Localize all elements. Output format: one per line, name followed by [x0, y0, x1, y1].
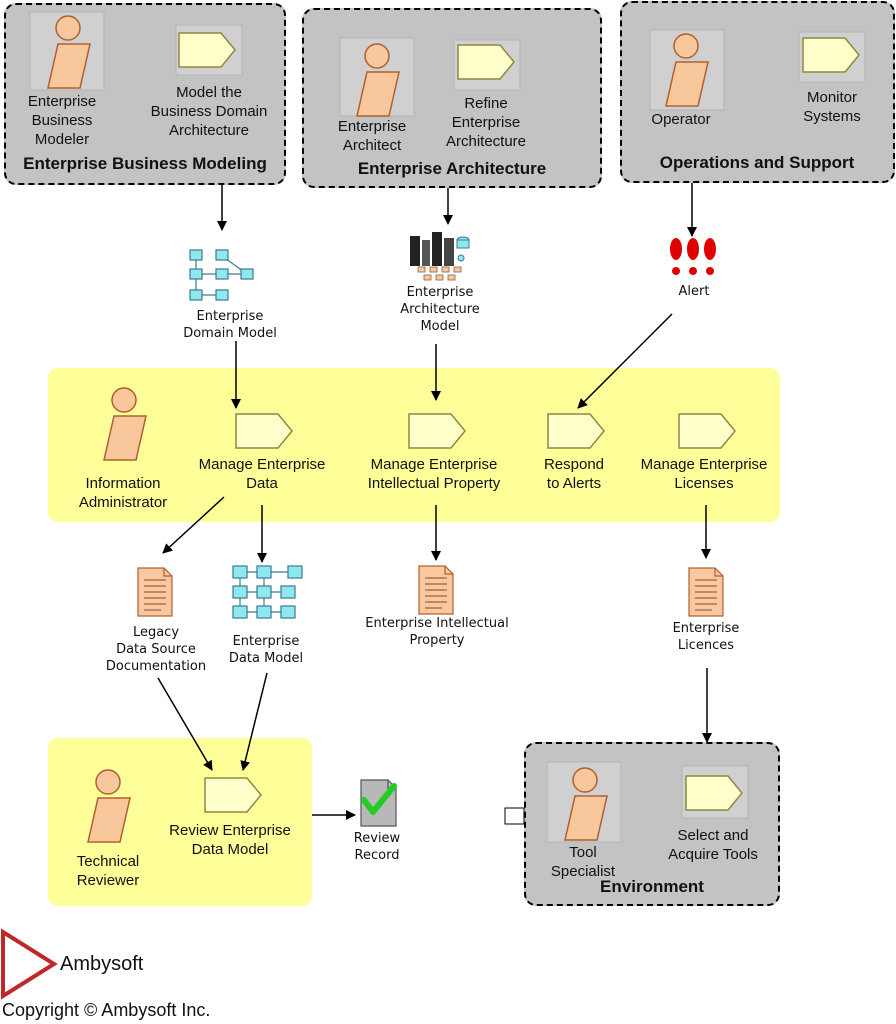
technical-reviewer-icon [87, 769, 131, 843]
activity-respond-to-alerts: Respond to Alerts [543, 456, 605, 492]
role-information-administrator: Information Administrator [78, 475, 168, 511]
activity-manage-enterprise-data: Manage Enterprise Data [198, 456, 326, 492]
manage-licenses-activity-icon [678, 413, 736, 449]
role-enterprise-business-modeler: Enterprise Business Modeler [27, 93, 97, 148]
legacy-docs-icon [137, 567, 173, 617]
lane-title-operations: Operations and Support [659, 153, 855, 172]
manage-ip-activity-icon [408, 413, 466, 449]
copyright-text: Copyright © Ambysoft Inc. [2, 1000, 211, 1020]
artifact-enterprise-licences: Enterprise Licences [672, 621, 740, 653]
lane-title-architecture: Enterprise Architecture [357, 159, 547, 178]
domain-model-icon [189, 249, 254, 301]
review-record-icon [360, 779, 397, 827]
lane-title-environment: Environment [600, 877, 704, 896]
brand-name: Ambysoft [60, 953, 144, 975]
arrow-alert-to-respond [577, 313, 673, 409]
review-data-model-activity-icon [204, 777, 262, 813]
data-model-icon [232, 565, 303, 619]
artifact-review-record: Review Record [353, 831, 401, 863]
alert-icon [670, 238, 716, 275]
artifact-enterprise-intellectual-property: Enterprise Intellectual Property [365, 616, 509, 648]
activity-select-acquire-tools: Select and Acquire Tools [668, 827, 758, 863]
artifact-legacy-data-source-documentation: Legacy Data Source Documentation [105, 625, 207, 674]
manage-data-activity-icon [235, 413, 293, 449]
lane-title-business-modeling: Enterprise Business Modeling [23, 154, 267, 173]
activity-monitor-systems: Monitor Systems [803, 89, 861, 125]
activity-review-data-model: Review Enterprise Data Model [169, 822, 291, 858]
role-technical-reviewer: Technical Reviewer [76, 853, 140, 889]
role-operator: Operator [651, 111, 711, 128]
licences-doc-icon [688, 567, 724, 617]
artifact-enterprise-architecture-model: Enterprise Architecture Model [400, 285, 480, 334]
arrow-manage-data-to-legacy-docs [162, 496, 225, 554]
ambysoft-logo-icon [1, 928, 58, 1000]
activity-model-business-domain: Model the Business Domain Architecture [150, 84, 268, 139]
arrow-legacy-docs-to-review [157, 677, 213, 771]
artifact-enterprise-domain-model: Enterprise Domain Model [183, 309, 277, 341]
activity-manage-enterprise-licenses: Manage Enterprise Licenses [640, 456, 768, 492]
architecture-model-icon [410, 232, 470, 281]
activity-refine-architecture: Refine Enterprise Architecture [445, 95, 527, 150]
artifact-enterprise-data-model: Enterprise Data Model [228, 634, 304, 666]
arrow-data-model-to-review [240, 672, 268, 771]
role-enterprise-architect: Enterprise Architect [337, 118, 407, 154]
environment-port [504, 807, 525, 825]
intellectual-property-doc-icon [418, 565, 454, 615]
artifact-alert: Alert [678, 284, 710, 299]
information-administrator-icon [103, 387, 147, 461]
activity-manage-intellectual-property: Manage Enterprise Intellectual Property [367, 456, 501, 492]
role-tool-specialist: Tool Specialist [550, 844, 616, 880]
respond-alerts-activity-icon [547, 413, 605, 449]
